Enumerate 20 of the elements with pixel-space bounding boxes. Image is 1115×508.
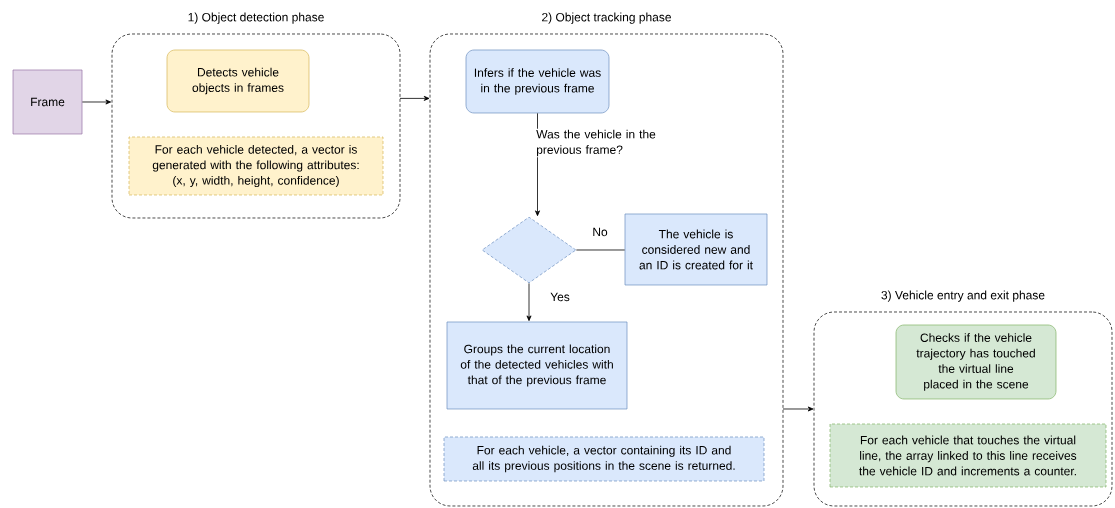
process-box: Infers if the vehicle was in the previous frame <box>465 49 610 114</box>
decision-diamond <box>481 216 577 284</box>
process-box: Checks if the vehicle trajectory has touched the virtual line placed in the scene <box>895 324 1057 400</box>
note-box: For each vehicle that touches the virtual line, the array linked to this line receives the vehicle ID and increments a counter. <box>829 423 1107 488</box>
note-box: For each vehicle, a vector containing its ID and all its previous positions in the scene is returned. <box>443 436 765 482</box>
arrow <box>399 95 430 101</box>
phase-title: 1) Object detection phase <box>188 12 324 24</box>
phase-title: 2) Object tracking phase <box>542 12 671 24</box>
edge-label: No <box>591 226 609 238</box>
edge-label: Was the vehicle in the previous frame? <box>535 128 668 158</box>
arrow <box>81 99 112 105</box>
process-box: The vehicle is considered new and an ID is created for it <box>624 213 768 286</box>
edge-label: Yes <box>549 291 571 303</box>
arrow <box>782 406 814 412</box>
phase-title: 3) Vehicle entry and exit phase <box>881 290 1045 302</box>
note-box: For each vehicle detected, a vector is generated with the following attributes: (x, y, width, height, confidence) <box>128 136 384 196</box>
process-box: Detects vehicle objects in frames <box>166 49 310 113</box>
process-box: Frame <box>12 69 83 135</box>
process-box: Groups the current location of the detected vehicles with that of the previous frame <box>446 321 628 410</box>
arrow <box>526 282 532 322</box>
